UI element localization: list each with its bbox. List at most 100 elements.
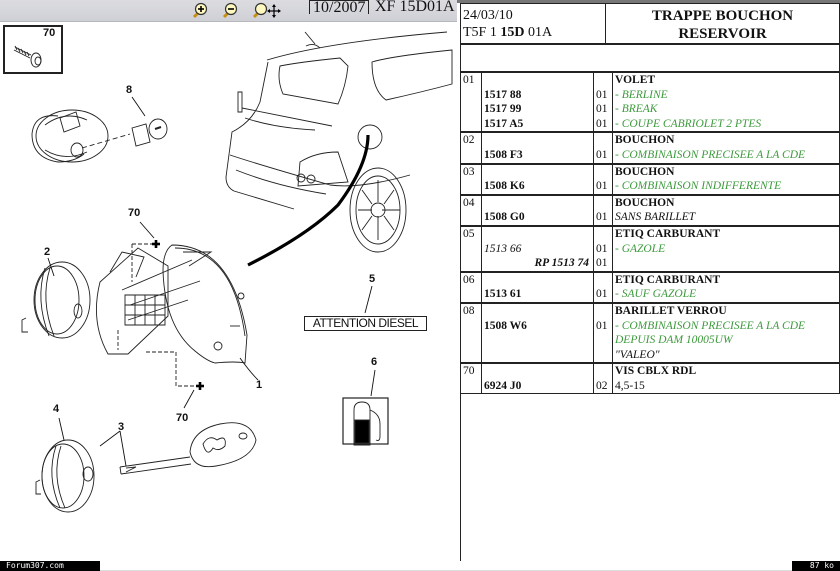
- part-description: BARILLET VERROU - COMBINAISON PRECISEE A …: [612, 301, 840, 364]
- drawing-date: 10/2007: [309, 0, 370, 16]
- part-number[interactable]: 1517 88: [484, 88, 522, 101]
- spacer: [484, 273, 591, 288]
- spacer: [484, 133, 591, 148]
- part-numbers: 1513 61: [481, 270, 594, 304]
- part-number[interactable]: 1508 K6: [484, 180, 525, 193]
- part-quantities: 01: [593, 270, 613, 304]
- zoom-out-icon: [222, 2, 238, 19]
- part-title: VOLET: [615, 74, 656, 86]
- spacer: [484, 73, 591, 88]
- fuel-pump-label-part: [342, 397, 389, 446]
- header-blank-row: [460, 43, 840, 73]
- callout-8: 8: [126, 84, 133, 96]
- part-qty: 01: [596, 117, 608, 130]
- screw-inset: [3, 25, 63, 74]
- part-variant: - COMBINAISON INDIFFERENTE: [615, 180, 782, 193]
- part-ref: 05: [460, 224, 482, 273]
- part-number[interactable]: 1508 W6: [484, 319, 527, 332]
- part-qty: 01: [596, 103, 608, 116]
- part-variant: - SAUF GAZOLE: [615, 288, 697, 301]
- status-size: 87 ko: [792, 561, 840, 571]
- part-qty: 01: [596, 288, 608, 301]
- status-bar: Forum307.com 87 ko: [0, 561, 840, 571]
- part-number[interactable]: 1513 61: [484, 288, 522, 301]
- spacer: [596, 133, 610, 148]
- part-ref: 06: [460, 270, 482, 304]
- part-variant: 4,5-15: [615, 379, 645, 392]
- callout-5: 5: [369, 273, 376, 285]
- header-title-line1: TRAPPE BOUCHON: [651, 8, 794, 24]
- spacer: [596, 73, 610, 88]
- zoom-out-button[interactable]: [220, 2, 240, 20]
- part-number: [484, 348, 591, 363]
- part-number: [484, 333, 591, 348]
- spacer: [596, 364, 610, 379]
- fuel-cap-4-part: [35, 439, 95, 513]
- header-info: 24/03/10 T5F 1 15D 01A: [460, 3, 606, 45]
- part-number[interactable]: 1517 99: [484, 103, 522, 116]
- part-numbers: 6924 J0: [481, 362, 594, 395]
- part-number[interactable]: 6924 J0: [484, 379, 522, 392]
- status-site: Forum307.com: [0, 561, 100, 571]
- callout-4: 4: [53, 403, 60, 415]
- part-title: BARILLET VERROU: [615, 304, 727, 317]
- part-title: BOUCHON: [615, 165, 675, 178]
- callout-2: 2: [44, 246, 51, 258]
- callout-1: 1: [256, 379, 263, 391]
- car-illustration: [225, 31, 453, 267]
- zoom-in-button[interactable]: [190, 2, 210, 20]
- part-quantities: 01: [593, 301, 613, 364]
- table-empty-area: [460, 386, 840, 561]
- spacer: [484, 364, 591, 379]
- part-quantities: 01: [593, 193, 613, 227]
- part-numbers: 1508 F3: [481, 131, 594, 165]
- part-description: BOUCHON - COMBINAISON INDIFFERENTE: [612, 162, 840, 196]
- part-qty: 01: [596, 319, 608, 332]
- part-title: ETIQ CARBURANT: [615, 227, 721, 240]
- part-numbers: 1508 G0: [481, 193, 594, 227]
- header-code: T5F 1 15D 01A: [463, 25, 553, 40]
- part-variant: - COMBINAISON PRECISEE A LA CDE: [615, 319, 806, 332]
- part-ref: 70: [460, 362, 482, 395]
- part-title: BOUCHON: [615, 134, 675, 147]
- part-number[interactable]: 1508 F3: [484, 148, 523, 161]
- part-variant: - GAZOLE: [615, 242, 666, 255]
- spacer: [596, 273, 610, 288]
- part-numbers: 1508 K6: [481, 162, 594, 196]
- part-numbers: 1508 W6: [481, 301, 594, 364]
- part-variant: SANS BARILLET: [615, 211, 696, 224]
- part-number[interactable]: 1513 66: [484, 242, 522, 255]
- fuel-cap-2-part: [21, 261, 91, 339]
- part-qty: 01: [596, 180, 608, 193]
- spacer: [596, 165, 610, 180]
- lock-cylinder-part: [31, 109, 168, 163]
- fuel-flap-part: [95, 243, 248, 387]
- part-description: ETIQ CARBURANT - GAZOLE: [612, 224, 840, 273]
- part-number[interactable]: 1508 G0: [484, 211, 525, 224]
- part-title: ETIQ CARBURANT: [615, 273, 721, 286]
- header-date: 24/03/10: [463, 8, 513, 23]
- part-ref: 04: [460, 193, 482, 227]
- spacer: [596, 304, 610, 319]
- callout-70-upper: 70: [128, 207, 141, 219]
- part-qty: [596, 348, 610, 363]
- part-number[interactable]: 1517 A5: [484, 117, 524, 130]
- zoom-pan-button[interactable]: [250, 2, 282, 20]
- callout-leaders: [47, 96, 376, 467]
- part-title: BOUCHON: [615, 196, 675, 209]
- part-qty: 01: [596, 257, 608, 270]
- exploded-parts-drawing: [3, 25, 453, 513]
- parts-list-pane: 24/03/10 T5F 1 15D 01A TRAPPE BOUCHON RE…: [457, 0, 840, 561]
- part-description: VOLET- BERLINE- BREAK- COUPE CABRIOLET 2…: [612, 70, 840, 133]
- part-number[interactable]: RP 1513 74: [534, 257, 589, 270]
- key-part: [119, 422, 257, 475]
